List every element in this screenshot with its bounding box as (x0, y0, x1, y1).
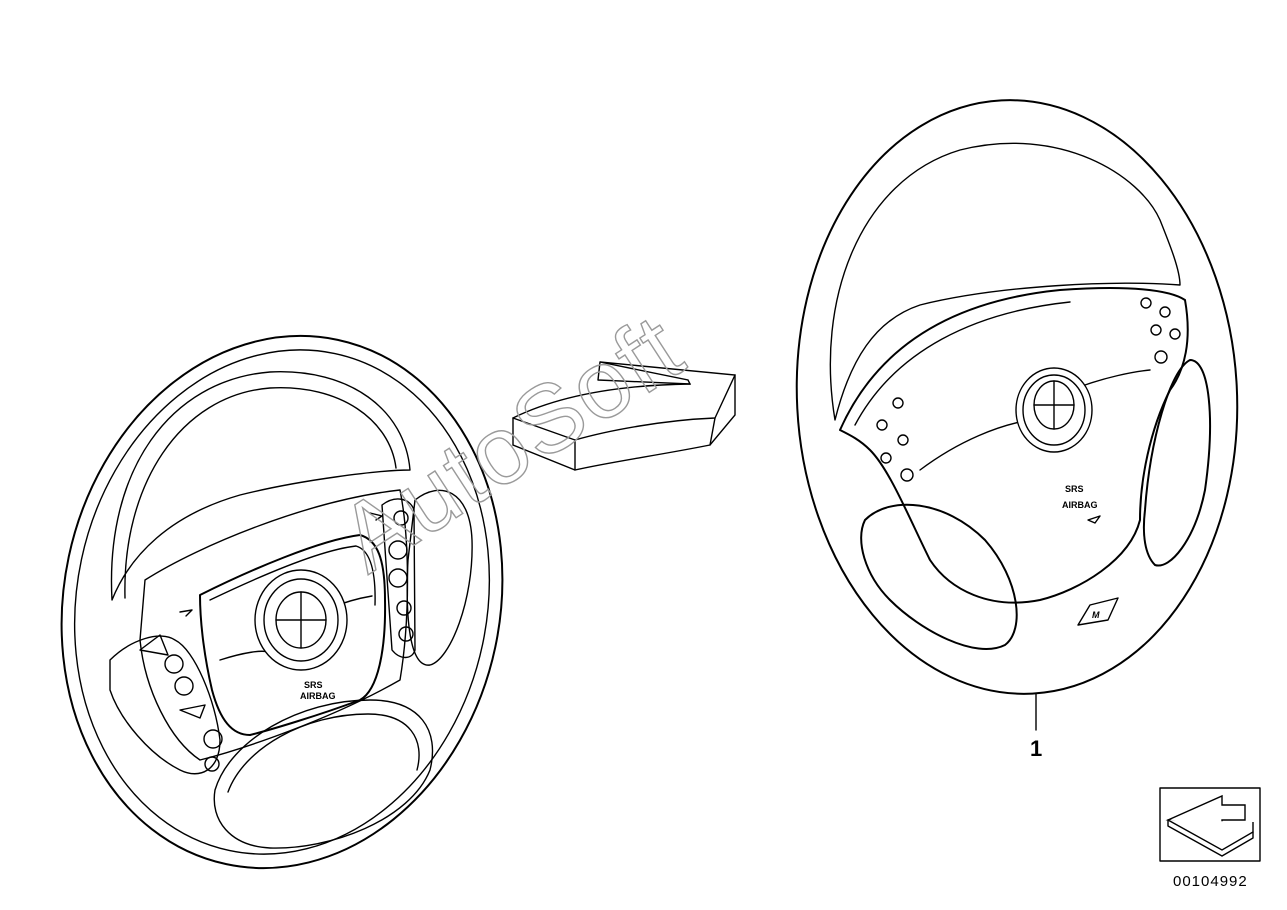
right-srs-label: SRS (1065, 484, 1084, 494)
old-steering-wheel: SRS AIRBAG (60, 334, 504, 870)
right-airbag-label: AIRBAG (1062, 500, 1098, 510)
left-srs-label: SRS (304, 680, 323, 690)
left-airbag-label: AIRBAG (300, 691, 336, 701)
m-sport-steering-wheel: SRS AIRBAG M 1 (795, 99, 1239, 761)
replacement-arrow (512, 361, 736, 471)
diagram-id: 00104992 (1173, 873, 1248, 890)
part-number-callout: 1 (1030, 736, 1042, 761)
m-badge: M (1092, 610, 1100, 620)
orientation-arrow-icon (1159, 787, 1261, 862)
